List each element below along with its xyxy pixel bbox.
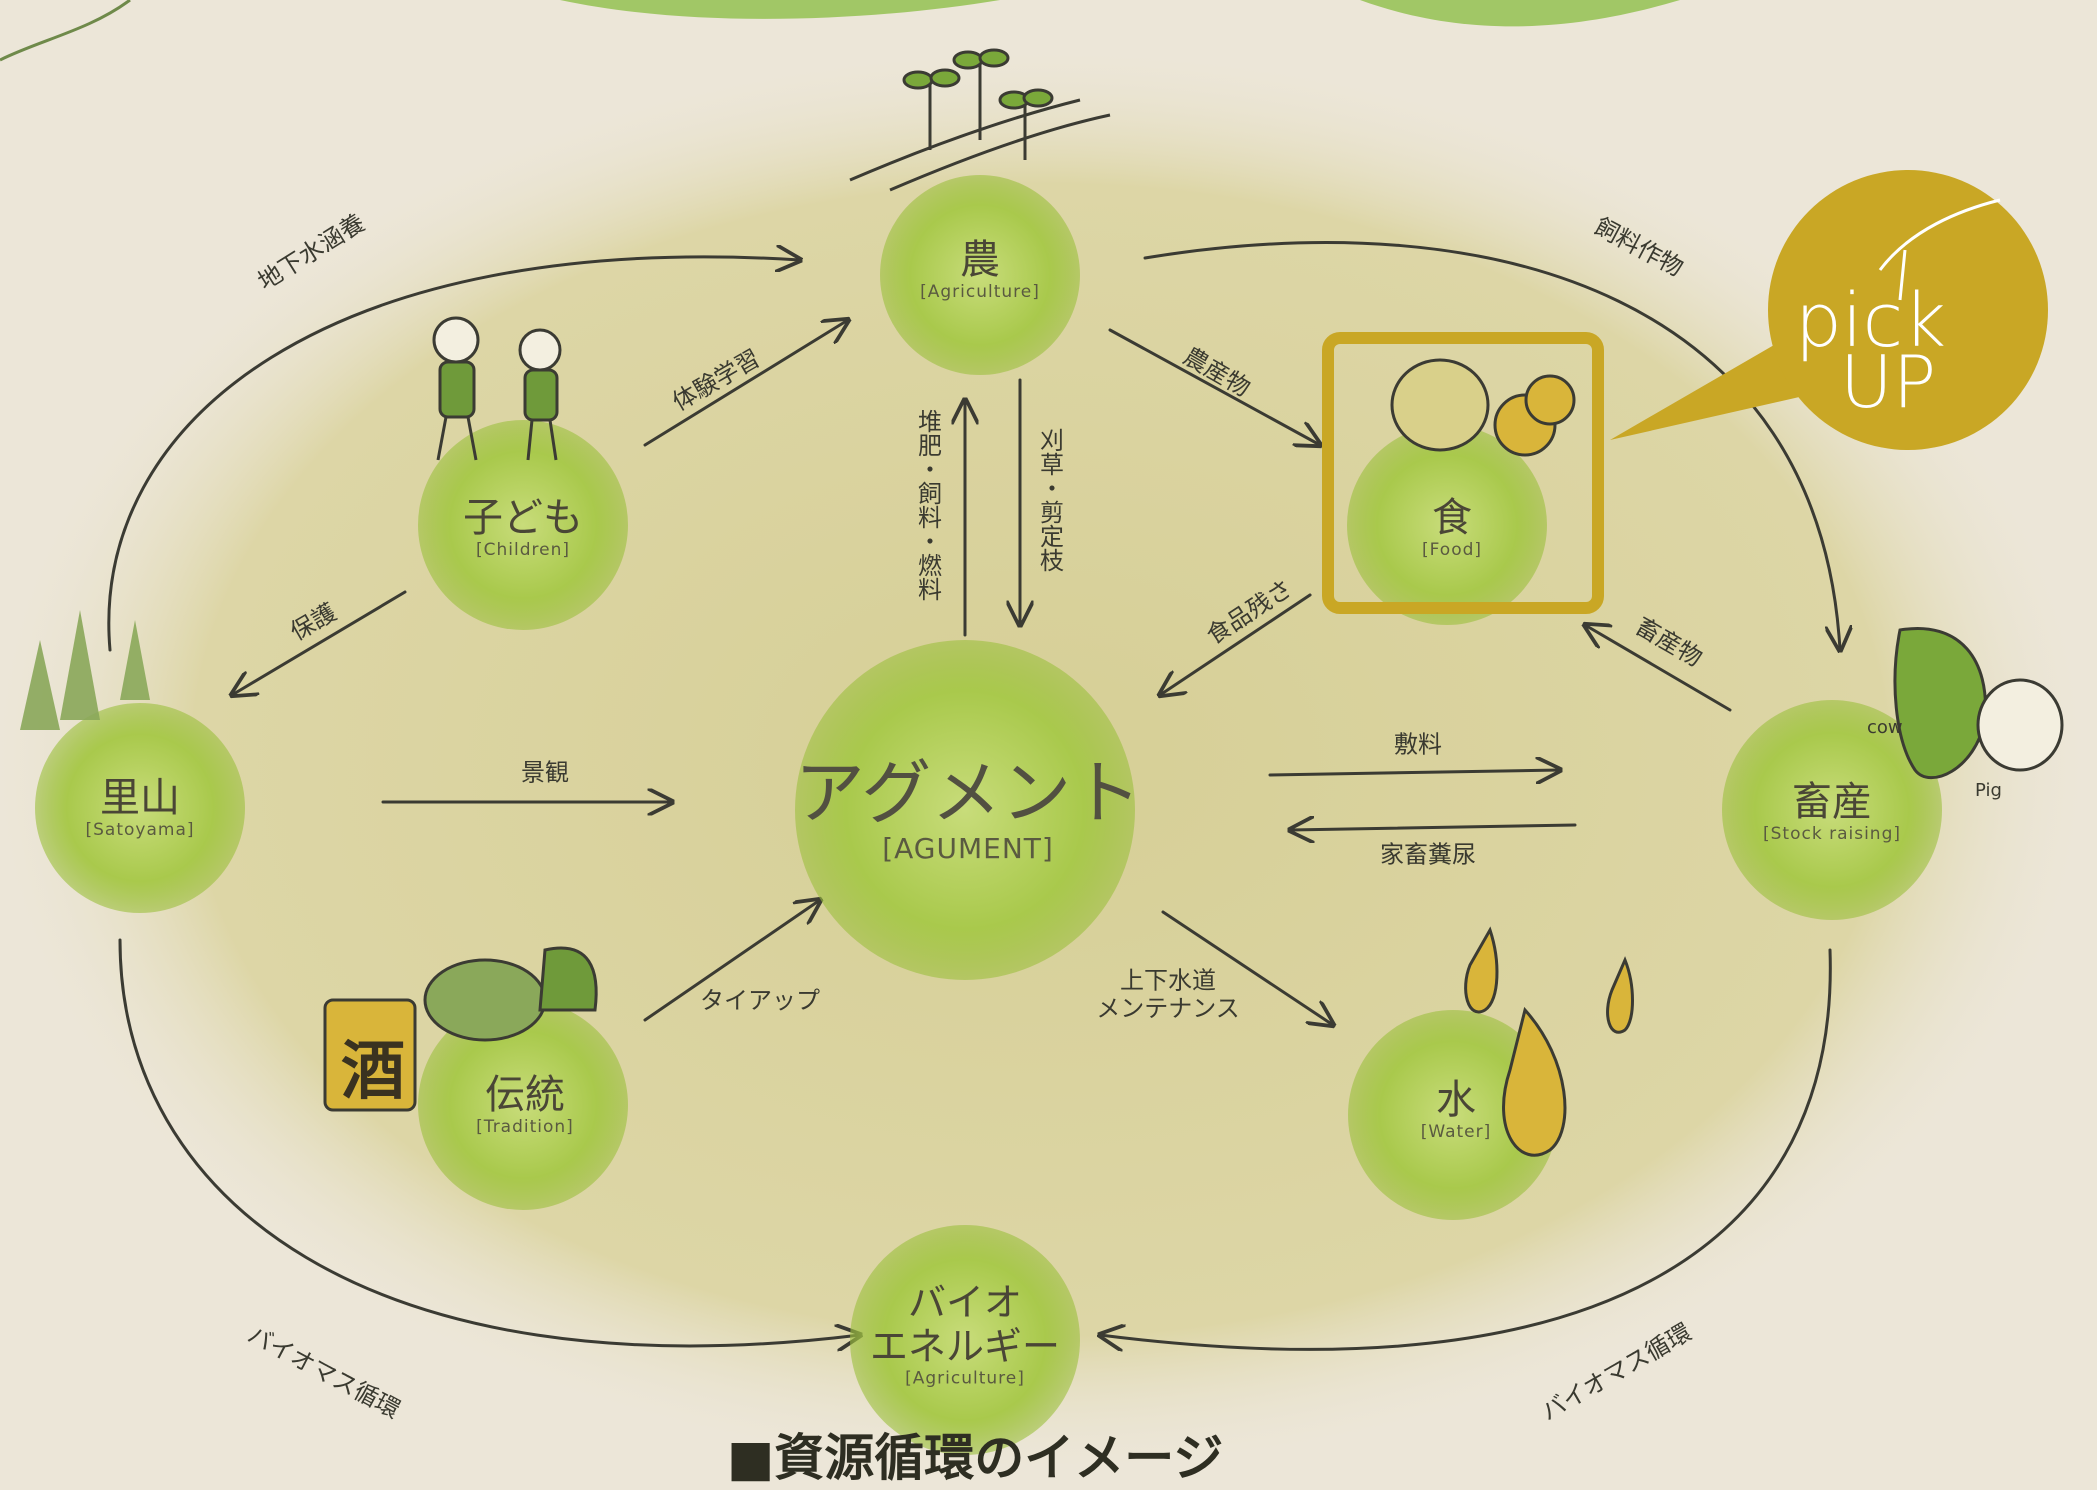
node-satoyama: 里山 [Satoyama] — [86, 776, 195, 840]
node-children-jp: 子ども — [463, 495, 583, 541]
node-children: 子ども [Children] — [463, 496, 583, 560]
bioenergy-blob — [850, 1225, 1080, 1455]
arrow-bedding — [1268, 770, 1560, 775]
node-bioenergy-jp-line2: エネルギー — [869, 1324, 1061, 1368]
node-stock-jp: 畜産 — [1792, 779, 1872, 825]
node-food: 食 [Food] — [1422, 496, 1482, 560]
arrow-food-waste — [1160, 593, 1312, 695]
node-tradition-en: [Tradition] — [476, 1117, 574, 1137]
node-water-jp: 水 — [1436, 1077, 1476, 1123]
pointing-hand-icon — [1878, 198, 2001, 301]
arrow-manure — [1290, 825, 1577, 830]
node-children-en: [Children] — [476, 540, 570, 560]
sake-barrel-label: 酒 — [341, 1035, 405, 1109]
arrow-farm-products — [1108, 328, 1320, 445]
forest-illustration — [20, 610, 150, 730]
pickup-badge — [1768, 170, 2048, 450]
stock-blob — [1722, 700, 1942, 920]
pickup-pointer — [1610, 330, 1830, 440]
arrow-biomass-right — [1100, 948, 1832, 1349]
node-bioenergy-jp-line1: バイオ — [907, 1280, 1023, 1325]
edge-label-bedding: 敷料 — [1394, 730, 1442, 759]
arrow-feed-crops — [1143, 241, 1840, 650]
node-food-en: [Food] — [1421, 540, 1483, 560]
node-agriculture-en: [Agriculture] — [920, 282, 1040, 302]
arrow-biomass-left — [118, 938, 860, 1346]
node-satoyama-en: [Satoyama] — [85, 820, 195, 840]
node-agument: アグメント [AGUMENT] — [794, 752, 1142, 866]
diagram-caption: ■資源循環のイメージ — [727, 1429, 1224, 1487]
edge-label-scenery: 景観 — [521, 758, 569, 787]
node-stock-en: [Stock raising] — [1763, 824, 1901, 844]
node-water: 水 [Water] — [1421, 1078, 1492, 1142]
node-water-en: [Water] — [1420, 1122, 1492, 1142]
arrow-tieup — [643, 900, 820, 1022]
cow-label: cow — [1867, 717, 1903, 738]
edge-label-manure: 家畜糞尿 — [1380, 840, 1476, 869]
leaf-decoration — [1360, 0, 1680, 27]
node-agument-en: [AGUMENT] — [882, 832, 1054, 865]
tradition-blob — [418, 1000, 628, 1210]
node-stock: 畜産 [Stock raising] — [1763, 780, 1901, 844]
satoyama-blob — [35, 703, 245, 913]
food-highlight-frame — [1322, 332, 1604, 614]
node-bioenergy: バイオ エネルギー [Agriculture] — [869, 1280, 1061, 1389]
agument-blob — [795, 640, 1135, 980]
node-tradition-jp: 伝統 — [484, 1072, 565, 1118]
pickup-text-pick: pick — [1795, 278, 1947, 364]
arrow-groundwater — [107, 257, 800, 652]
tradition-illustration — [323, 946, 598, 1112]
water-blob — [1348, 1010, 1558, 1220]
agriculture-blob — [880, 175, 1080, 375]
arrow-protection — [232, 590, 407, 695]
node-agriculture: 農 [Agriculture] — [920, 238, 1040, 302]
leaf-decoration — [0, 0, 131, 62]
leaf-decoration — [560, 0, 1000, 19]
node-food-jp: 食 — [1432, 495, 1472, 541]
food-illustration — [1390, 358, 1576, 457]
sprout-illustration — [849, 48, 1111, 192]
arrow-water-maint — [1161, 910, 1333, 1025]
node-agument-jp: アグメント — [794, 752, 1142, 834]
arrow-livestock-products — [1585, 625, 1732, 712]
edge-label-mowing: 刈草・剪定枝 — [1035, 428, 1064, 572]
node-satoyama-jp: 里山 — [100, 775, 180, 821]
pig-label: Pig — [1975, 780, 2002, 801]
water-drops-illustration — [1464, 926, 1634, 1157]
edge-label-compost: 堆肥・飼料・燃料 — [913, 409, 942, 601]
arrow-experience — [643, 320, 848, 447]
edge-label-water-maint: 上下水道 メンテナンス — [1096, 966, 1240, 1022]
node-agriculture-jp: 農 — [959, 237, 1000, 283]
children-blob — [418, 420, 628, 630]
pickup-text-up: UP — [1840, 340, 1937, 424]
edge-label-tieup: タイアップ — [700, 986, 820, 1015]
node-bioenergy-en: [Agriculture] — [905, 1368, 1025, 1389]
node-tradition: 伝統 [Tradition] — [476, 1073, 574, 1137]
children-illustration — [432, 316, 562, 461]
animals-illustration — [1893, 627, 2064, 780]
food-blob — [1347, 425, 1547, 625]
